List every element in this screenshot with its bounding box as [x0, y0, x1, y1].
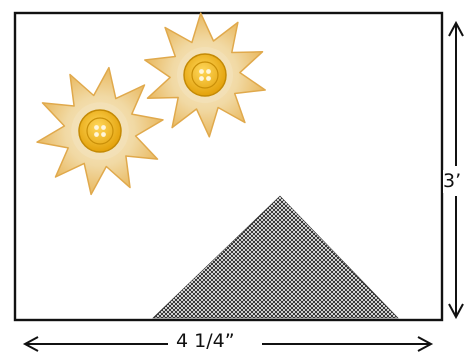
width-arrow [22, 336, 434, 352]
paper-flower [144, 12, 266, 138]
mesh-triangle [152, 195, 399, 319]
button-rim [191, 61, 219, 89]
height-arrow [448, 20, 464, 320]
yellow-button [183, 53, 227, 97]
flowers [36, 12, 266, 196]
width-dimension-label: 4 1/4” [172, 332, 239, 351]
button-hole [206, 76, 211, 81]
paper-flower [36, 66, 164, 196]
button-hole [101, 125, 106, 130]
button-hole [206, 69, 211, 74]
yellow-button [78, 109, 122, 153]
button-hole [199, 76, 204, 81]
button-hole [199, 69, 204, 74]
button-hole [101, 132, 106, 137]
button-hole [94, 125, 99, 130]
button-rim [86, 117, 114, 145]
button-hole [94, 132, 99, 137]
height-dimension-label: 3’ [443, 170, 462, 193]
